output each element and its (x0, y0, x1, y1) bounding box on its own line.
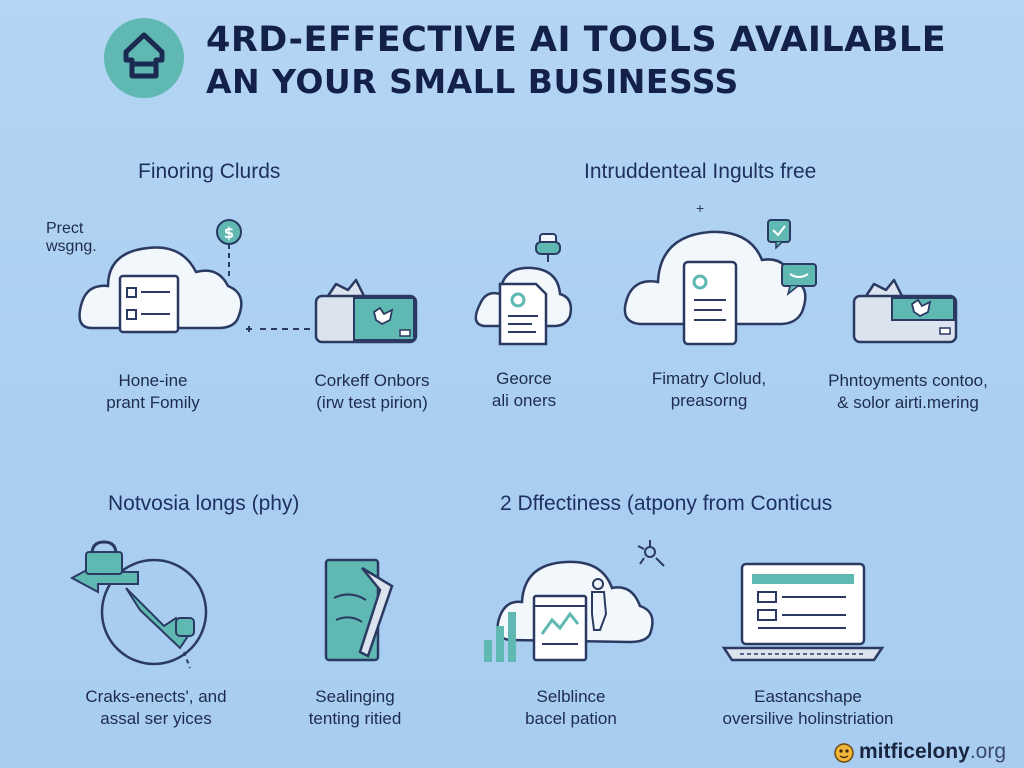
item-caption-line-2: oversilive holinstriation (722, 709, 894, 728)
section-heading-2: Intruddenteal Ingults free (584, 160, 817, 183)
sparkle-icon (637, 540, 665, 567)
section-heading-4: 2 Dffectiness (atpony from Conticus (500, 492, 833, 515)
cloud-phone-illustration (623, 219, 817, 346)
item-caption: Fimatry Clolud, preasorng (618, 368, 800, 412)
dollar-coin-icon: $ (216, 219, 242, 276)
item-caption: Corkeff Onbors (irw test pirion) (282, 370, 462, 414)
side-note-line-2: wsgng. (46, 238, 97, 255)
puzzle-icon (910, 298, 932, 318)
item-caption: Selblince bacel pation (496, 686, 646, 730)
side-note: Prect wsgng. (46, 220, 97, 256)
server-box-illustration-2 (852, 278, 958, 344)
item-caption-line-2: bacel pation (525, 709, 617, 728)
item-caption-line-1: Georce (496, 369, 552, 388)
lock-icon (85, 540, 123, 575)
item-caption-line-2: prant Fomily (106, 393, 200, 412)
item-caption-line-2: assal ser yices (100, 709, 212, 728)
server-box-illustration (314, 278, 418, 344)
item-caption-line-1: Selblince (536, 687, 606, 706)
item-caption-line-1: Corkeff Onbors (314, 371, 430, 390)
section-heading-3: Notvosia longs (phy) (108, 492, 300, 515)
item-caption-line-1: Hone-ine (118, 371, 188, 390)
mascot-icon (834, 743, 854, 763)
page-title-line-2: AN YOUR SMALL BUSINESSS (206, 62, 739, 101)
section-heading-1: Finoring Clurds (138, 160, 281, 183)
bar-chart-icon (484, 612, 516, 662)
page-title-line-1: 4RD-EFFECTIVE AI TOOLS AVAILABLE (206, 20, 947, 60)
footer-brand: mitficelony.org (833, 740, 1006, 764)
item-caption: Craks-enects', and assal ser yices (56, 686, 256, 730)
item-caption-line-2: ali oners (491, 391, 557, 410)
plug-icon (535, 233, 561, 262)
cloud-checklist-illustration: $ (78, 219, 243, 334)
item-caption-line-2: tenting ritied (308, 709, 402, 728)
item-caption-line-2: & solor airti.mering (837, 393, 979, 412)
chart-document-icon (532, 594, 588, 662)
item-caption-line-1: Phntoyments contoo, (828, 371, 988, 390)
cloud-document-illustration (474, 233, 573, 346)
item-caption-line-2: (irw test pirion) (316, 393, 428, 412)
item-caption: Hone-ine prant Fomily (58, 370, 248, 414)
svg-text:$: $ (224, 224, 234, 242)
item-caption: Georce ali oners (464, 368, 584, 412)
item-caption: Eastancshape oversilive holinstriation (698, 686, 918, 730)
item-caption-line-1: Fimatry Clolud, (651, 369, 767, 388)
plus-mark: + (696, 200, 705, 216)
phone-icon (682, 260, 738, 346)
person-icon (591, 578, 608, 631)
globe-lock-illustration (69, 540, 208, 669)
item-caption-line-1: Sealinging (315, 687, 395, 706)
puzzle-icon (372, 306, 394, 326)
dashed-connector (246, 326, 316, 332)
footer-brand-name: mitficelony (858, 740, 970, 763)
checklist-icon (118, 274, 180, 334)
side-note-line-1: Prect (46, 220, 84, 237)
item-caption-line-1: Craks-enects', and (85, 687, 227, 706)
item-caption-line-1: Eastancshape (754, 687, 862, 706)
logo-badge (104, 18, 184, 98)
item-caption: Phntoyments contoo, & solor airti.mering (808, 370, 1008, 414)
house-icon (123, 32, 165, 79)
footer-brand-tld: .org (969, 740, 1006, 763)
cloud-chart-illustration (484, 540, 665, 662)
item-caption: Sealinging tenting ritied (280, 686, 430, 730)
chat-bubble-icon (767, 219, 791, 250)
tablet-card-illustration (324, 558, 394, 662)
item-caption-line-2: preasorng (670, 391, 748, 410)
laptop-illustration (721, 562, 885, 662)
message-bubble-icon (781, 263, 817, 296)
document-icon (498, 282, 548, 346)
